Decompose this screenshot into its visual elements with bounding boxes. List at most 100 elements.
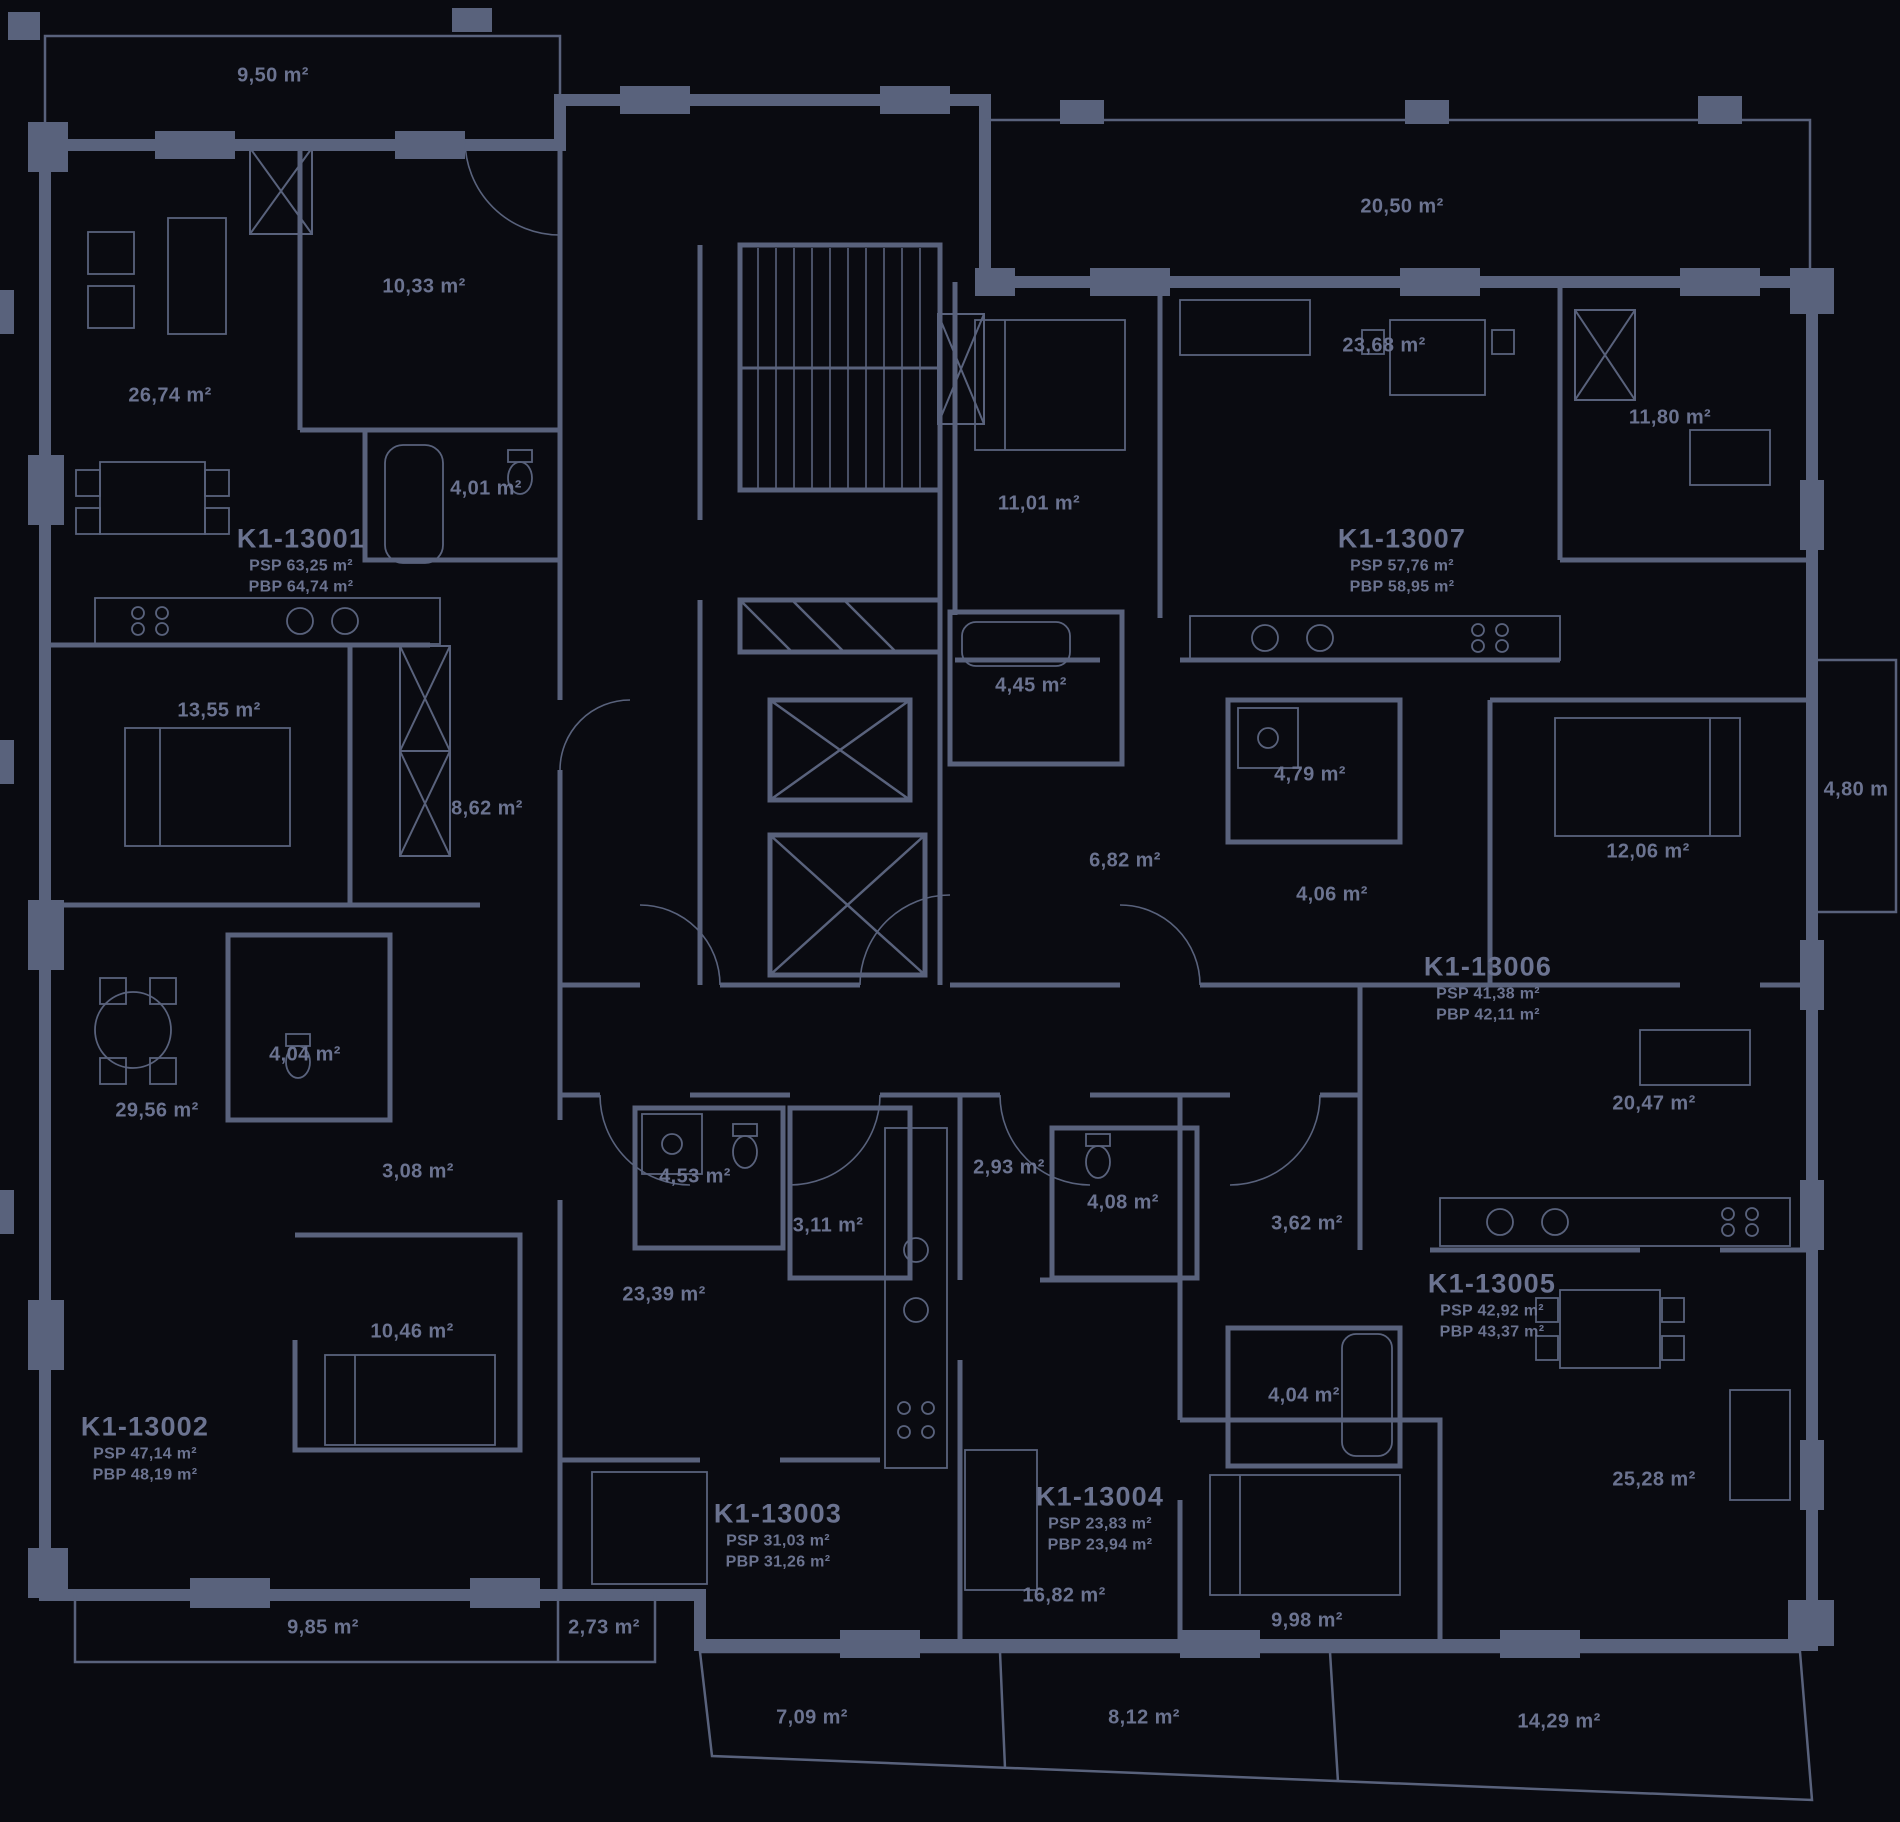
room-area-label: 8,12 m² [1108, 1706, 1180, 1729]
chair [149, 1057, 177, 1085]
bed [974, 319, 1126, 451]
bathtub [384, 444, 444, 564]
room-area-label: 20,50 m² [1360, 195, 1444, 218]
apartment-unit-label[interactable]: K1-13006 PSP 41,38 m² PBP 42,11 m² [1424, 950, 1552, 1027]
room-area-label: 10,46 m² [370, 1320, 454, 1343]
apartment-id: K1-13001 [236, 523, 366, 554]
apartment-psp: PSP 47,14 m² [93, 1445, 197, 1463]
apartment-id: K1-13007 [1337, 523, 1467, 554]
apartment-psp: PSP 31,03 m² [726, 1532, 830, 1550]
apartment-id: K1-13006 [1423, 951, 1553, 982]
toilet [1085, 1145, 1111, 1179]
sofa [1729, 1389, 1791, 1501]
apartment-unit-label[interactable]: K1-13004 PSP 23,83 m² PBP 23,94 m² [1036, 1480, 1164, 1557]
balcony-bottom-right [698, 1650, 1814, 1802]
chair [1661, 1297, 1685, 1323]
room-area-label: 25,28 m² [1612, 1468, 1696, 1491]
round-table [94, 991, 172, 1069]
room-area-label: 23,39 m² [622, 1283, 706, 1306]
room-area-label: 4,04 m² [269, 1043, 341, 1066]
apartment-id: K1-13005 [1427, 1268, 1557, 1299]
apartment-pbp: PBP 23,94 m² [1047, 1536, 1153, 1554]
armchair [87, 231, 135, 275]
sofa [1639, 1029, 1751, 1086]
apartment-unit-label[interactable]: K1-13001 PSP 63,25 m² PBP 64,74 m² [237, 522, 365, 599]
apartment-unit-label[interactable]: K1-13005 PSP 42,92 m² PBP 43,37 m² [1428, 1267, 1556, 1344]
chair [204, 507, 230, 535]
room-area-label: 7,09 m² [776, 1706, 848, 1729]
apartment-pbp: PBP 42,11 m² [1436, 1006, 1540, 1024]
chair [1491, 329, 1515, 355]
stairs [740, 248, 940, 488]
chair [99, 1057, 127, 1085]
bathtub [1341, 1333, 1393, 1457]
bed [124, 727, 291, 847]
apartment-unit-label[interactable]: K1-13002 PSP 47,14 m² PBP 48,19 m² [81, 1410, 209, 1487]
apartment-pbp: PBP 31,26 m² [725, 1553, 831, 1571]
room-area-label: 16,82 m² [1022, 1584, 1106, 1607]
apartment-unit-label[interactable]: K1-13007 PSP 57,76 m² PBP 58,95 m² [1338, 522, 1466, 599]
shower [641, 1113, 703, 1175]
bed [1209, 1474, 1401, 1596]
room-area-label: 3,08 m² [382, 1160, 454, 1183]
apartment-psp: PSP 63,25 m² [249, 557, 353, 575]
apartment-pbp: PBP 48,19 m² [92, 1466, 198, 1484]
apartment-pbp: PBP 58,95 m² [1349, 578, 1455, 596]
bathtub [961, 621, 1071, 667]
room-area-label: 2,73 m² [568, 1616, 640, 1639]
room-area-label: 8,62 m² [451, 797, 523, 820]
chair [1535, 1297, 1559, 1323]
apartment-psp: PSP 23,83 m² [1048, 1515, 1152, 1533]
room-area-label: 4,01 m² [450, 477, 522, 500]
balcony-rails [43, 34, 1898, 1802]
room-area-label: 26,74 m² [128, 384, 212, 407]
apartment-id: K1-13002 [80, 1411, 210, 1442]
dimension-label: 4,80 m [1823, 778, 1889, 801]
room-area-label: 3,62 m² [1271, 1212, 1343, 1235]
sofa [1179, 299, 1311, 356]
balcony-top-left [43, 34, 562, 145]
room-area-label: 9,50 m² [237, 64, 309, 87]
apartment-id: K1-13003 [713, 1498, 843, 1529]
apartment-unit-label[interactable]: K1-13003 PSP 31,03 m² PBP 31,26 m² [714, 1497, 842, 1574]
chair [75, 469, 101, 497]
room-area-label: 4,04 m² [1268, 1384, 1340, 1407]
duct-hatch [739, 599, 897, 653]
room-area-label: 14,29 m² [1517, 1710, 1601, 1733]
sofa [964, 1449, 1038, 1591]
room-area-label: 23,68 m² [1342, 334, 1426, 357]
elevator-cross-1 [769, 698, 911, 802]
chair [204, 469, 230, 497]
chair [149, 977, 177, 1005]
structural-pillars [0, 8, 1834, 1658]
interior-walls [45, 145, 1812, 1645]
apartment-id: K1-13004 [1035, 1481, 1165, 1512]
bed [591, 1471, 708, 1585]
room-area-label: 13,55 m² [177, 699, 261, 722]
room-area-label: 10,33 m² [382, 275, 466, 298]
chair [1661, 1335, 1685, 1361]
terrace-top-right [985, 118, 1812, 282]
apartment-psp: PSP 41,38 m² [1436, 985, 1540, 1003]
chair [1535, 1335, 1559, 1361]
wardrobes [249, 147, 1636, 857]
room-area-label: 3,11 m² [792, 1214, 864, 1237]
room-area-label: 2,93 m² [973, 1156, 1045, 1179]
room-area-label: 20,47 m² [1612, 1092, 1696, 1115]
elevator-cross-2 [769, 834, 926, 976]
door-arcs [464, 139, 1321, 1186]
room-area-label: 4,53 m² [659, 1165, 731, 1188]
armchair [87, 285, 135, 329]
room-area-label: 9,85 m² [287, 1616, 359, 1639]
room-area-label: 11,01 m² [997, 492, 1081, 515]
balcony-right [1812, 658, 1898, 914]
dining-table [1559, 1289, 1661, 1369]
room-area-label: 9,98 m² [1271, 1609, 1343, 1632]
room-area-label: 4,45 m² [995, 674, 1067, 697]
chair [99, 977, 127, 1005]
room-area-label: 4,06 m² [1296, 883, 1368, 906]
elevator-shafts [739, 599, 926, 976]
toilet [732, 1135, 758, 1169]
